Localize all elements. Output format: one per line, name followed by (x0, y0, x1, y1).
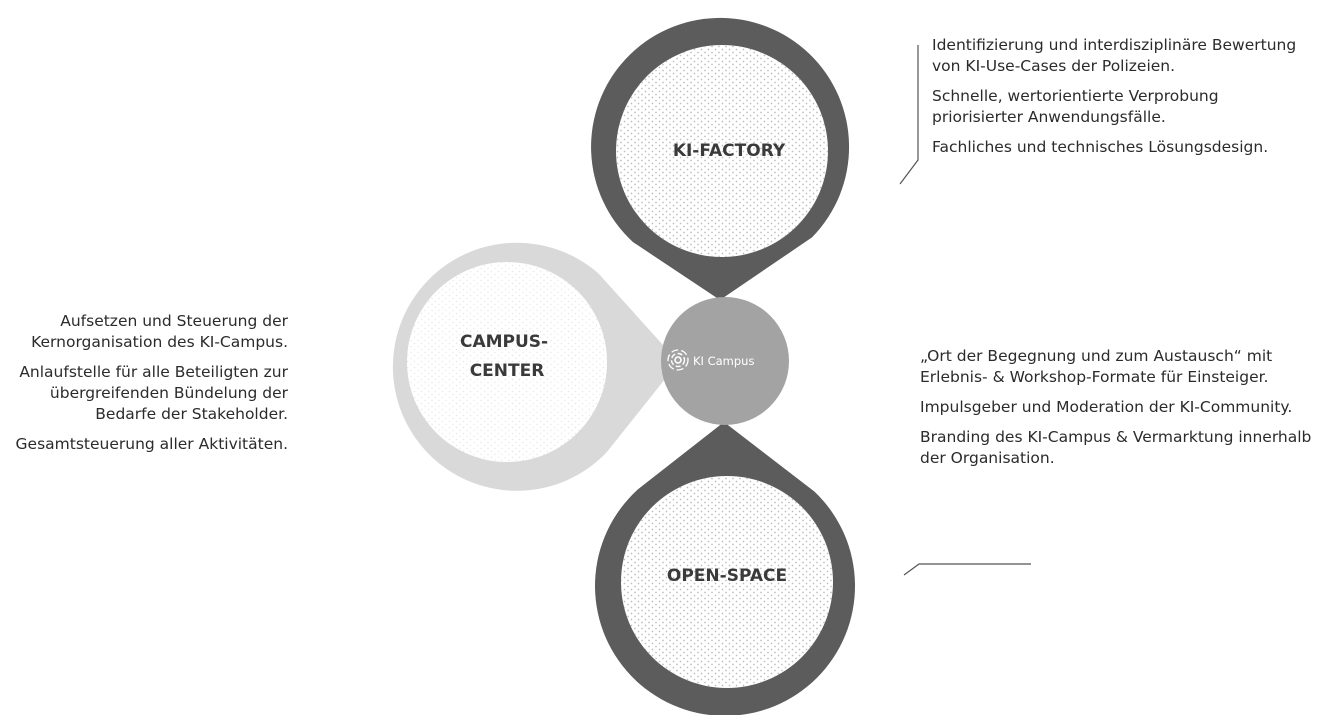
open-space-description: „Ort der Begegnung und zum Austausch“ mi… (920, 346, 1320, 478)
campus-center-item: Anlaufstelle für alle Beteiligten zur üb… (19, 363, 288, 423)
ki-factory-item: Identifizierung und interdisziplinäre Be… (932, 36, 1297, 75)
campus-center-node: CAMPUS- CENTER (392, 242, 679, 491)
ki-factory-item: Schnelle, wertorientierte Verprobung pri… (932, 87, 1219, 126)
ki-factory-connector (899, 45, 919, 185)
open-space-item: Branding des KI-Campus & Vermarktung inn… (920, 428, 1312, 467)
open-space-node: OPEN-SPACE (595, 422, 855, 715)
campus-center-item: Gesamtsteuerung aller Aktivitäten. (15, 435, 288, 453)
open-space-item: Impulsgeber und Moderation der KI-Commun… (920, 398, 1293, 416)
open-space-title: OPEN-SPACE (667, 566, 787, 586)
open-space-item: „Ort der Begegnung und zum Austausch“ mi… (920, 347, 1273, 386)
ki-factory-title-line-1: KI-FACTORY (673, 141, 786, 161)
campus-center-title-line-1: CAMPUS- (460, 332, 548, 352)
open-space-title-line-1: OPEN-SPACE (667, 566, 787, 586)
ki-campus-logo-icon (667, 349, 689, 371)
ki-factory-item: Fachliches und technisches Lösungsdesign… (932, 138, 1269, 156)
ki-factory-title: KI-FACTORY (673, 141, 786, 161)
ki-campus-hub: KI Campus (661, 297, 789, 425)
ki-factory-description: Identifizierung und interdisziplinäre Be… (932, 35, 1312, 167)
ki-factory-dots (616, 45, 828, 257)
open-space-dots (621, 476, 833, 688)
campus-center-title-line-2: CENTER (470, 361, 545, 381)
campus-center-item: Aufsetzen und Steuerung der Kernorganisa… (31, 312, 288, 351)
hub-label: KI Campus (693, 354, 754, 368)
campus-center-dots (407, 262, 607, 462)
campus-center-title: CAMPUS- CENTER (460, 332, 554, 381)
hub-circle (661, 297, 789, 425)
campus-center-description: Aufsetzen und Steuerung der Kernorganisa… (4, 311, 288, 464)
ki-factory-node: KI-FACTORY (591, 17, 850, 300)
open-space-connector (903, 563, 1031, 576)
